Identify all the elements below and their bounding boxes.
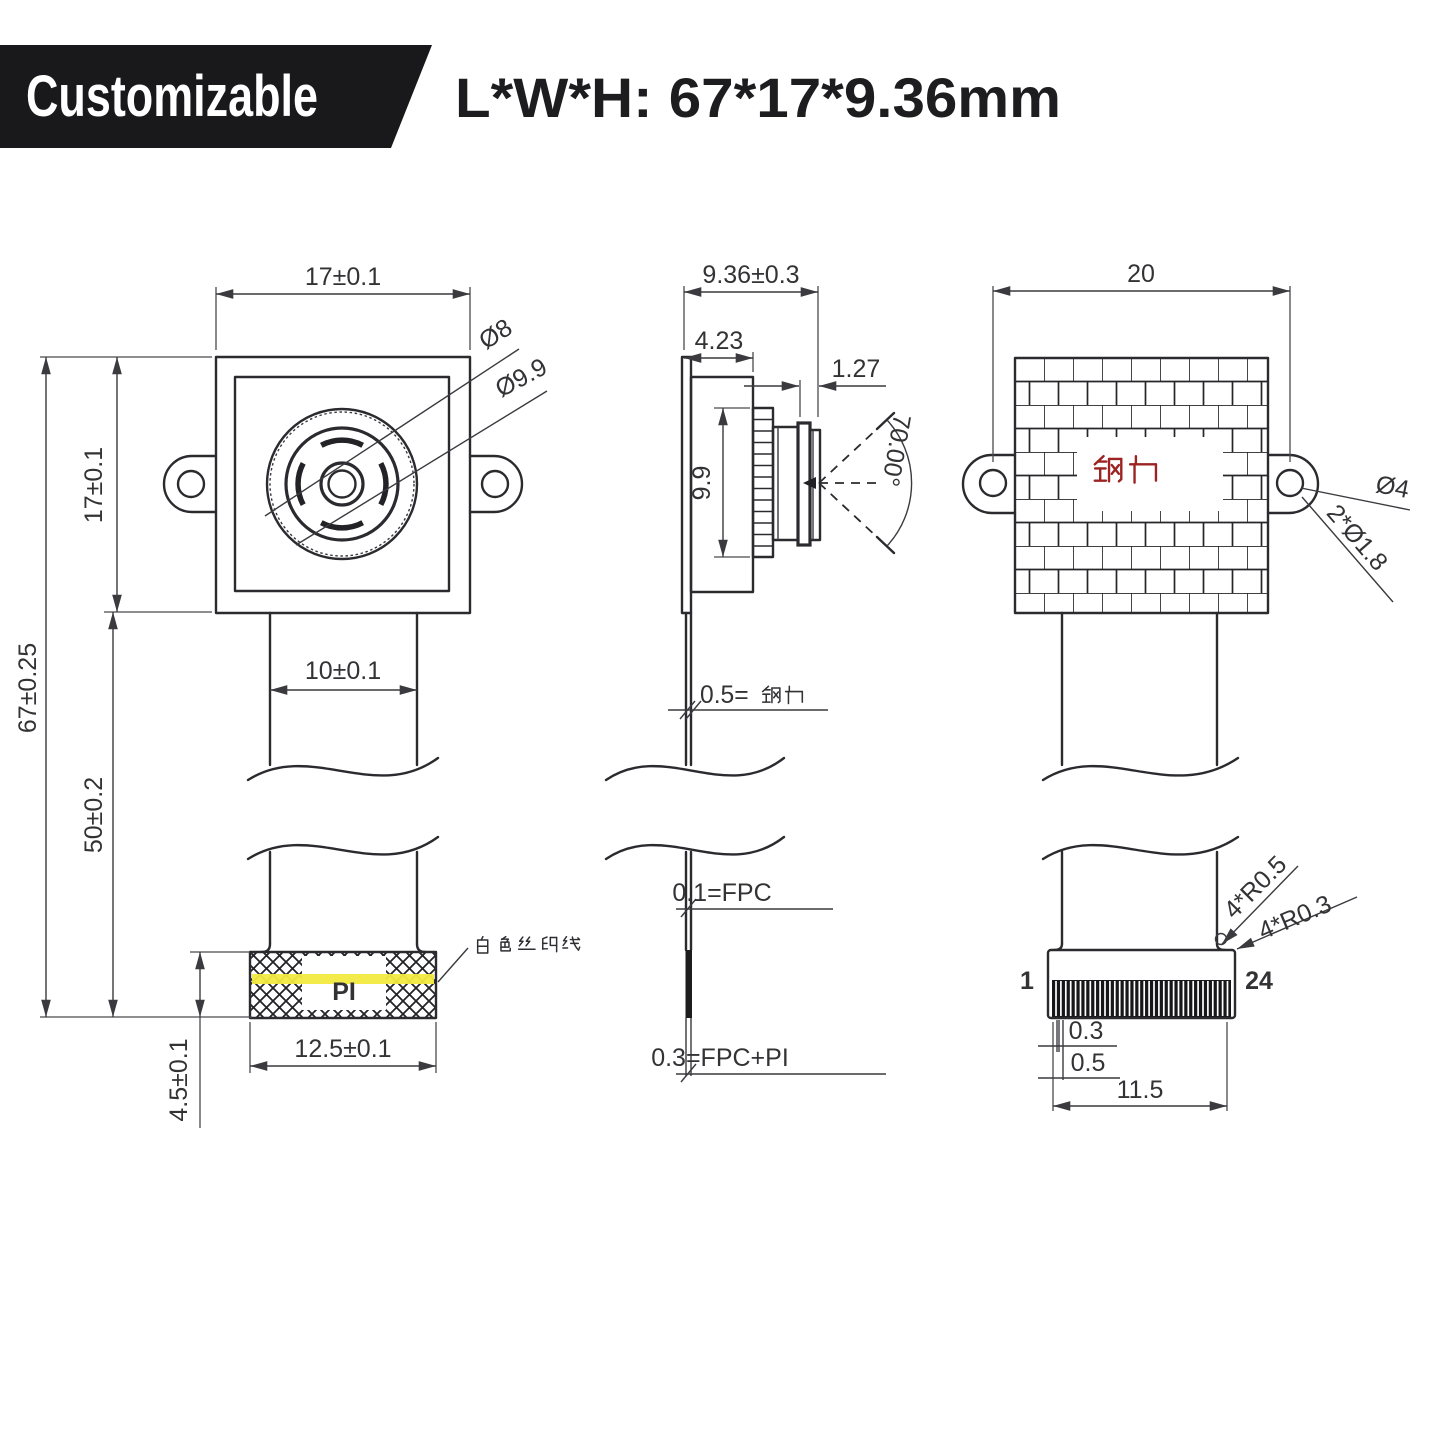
dim-overall-length: 67±0.25 [14, 643, 42, 733]
dim-contact-width: 0.3 [1069, 1017, 1104, 1045]
back-view: Ø4 2*Ø1.8 20 1 24 4*R0.5 4*R0.3 [961, 260, 1412, 1111]
connector-yellow-band [252, 974, 434, 984]
header-title: L*W*H: 67*17*9.36mm [455, 66, 1061, 129]
front-lens [265, 407, 419, 561]
dim-lens-tip: 1.27 [832, 355, 881, 383]
dim-total-depth: 9.36±0.3 [702, 261, 799, 289]
front-body-outline [214, 355, 472, 615]
aperture-marker [803, 477, 816, 489]
front-body-inner [233, 375, 451, 593]
lens-leader-d8 [264, 348, 520, 517]
dim-front-height: 17±0.1 [80, 447, 108, 523]
front-ear-right [468, 454, 524, 514]
side-lens-ribs [753, 418, 773, 547]
label-fpc-thickness: 0.1=FPC [672, 879, 771, 907]
break-wave [1041, 835, 1240, 861]
break-wave [246, 756, 440, 782]
leader-ear-hole-dia [1300, 487, 1411, 511]
dim-stiffener-width: 12.5±0.1 [294, 1035, 391, 1063]
leader-mount-holes [1301, 496, 1394, 603]
back-steel-clearing [1077, 437, 1223, 511]
side-fpc [604, 611, 786, 1076]
front-ear-left [162, 454, 218, 514]
dim-fpc-width: 10±0.1 [305, 657, 381, 685]
dim-front-width: 17±0.1 [305, 263, 381, 291]
break-wave [604, 835, 786, 861]
dim-mount-holes: 2*Ø1.8 [1321, 499, 1393, 576]
side-dimensions: 9.36±0.3 4.23 1.27 9.9 [683, 261, 886, 558]
leader-fillet-outer [1221, 865, 1299, 945]
dim-fpc-length: 50±0.2 [80, 777, 108, 853]
leader-fillet-inner [1236, 896, 1358, 950]
dim-contact-span: 11.5 [1117, 1076, 1164, 1104]
side-lens-mid [771, 425, 800, 542]
back-connector: 1 24 [1020, 948, 1273, 1020]
side-view: 70.00° 0.5= 0.1=FPC 0.3=FPC+PI 9.36±0. [604, 261, 916, 1083]
back-ear-right [1266, 453, 1320, 515]
dim-body-depth: 4.23 [695, 327, 744, 355]
label-pi: PI [332, 978, 356, 1006]
back-ear-right-hole [1275, 468, 1305, 498]
front-connector: PI [248, 950, 438, 1020]
front-ear-left-hole [176, 469, 206, 499]
contact-band [1052, 980, 1231, 1017]
side-labels: 0.5= 0.1=FPC 0.3=FPC+PI [651, 682, 886, 1083]
back-dimensions: 0.3 0.5 11.5 [1038, 1017, 1228, 1111]
front-dimensions: 17±0.1 17±0.1 67±0.25 50±0.2 10±0.1 4.5±… [14, 263, 471, 1128]
front-view: Ø8 Ø9.9 PI 17±0.1 17±0.1 [14, 263, 581, 1128]
label-pin-first: 1 [1020, 967, 1034, 995]
back-fpc [1041, 611, 1240, 952]
label-fpc-pi-thickness: 0.3=FPC+PI [651, 1044, 789, 1072]
svg-text:0.5=: 0.5= [700, 682, 749, 709]
break-wave [246, 835, 440, 861]
header-banner [0, 45, 432, 148]
break-wave [1041, 756, 1240, 782]
dim-lens-outer: Ø9.9 [491, 353, 552, 403]
header: Customizable L*W*H: 67*17*9.36mm [0, 45, 1061, 148]
label-steel-sheet [1093, 454, 1158, 484]
back-ear-left-hole [978, 468, 1008, 498]
dim-lens-inner: Ø8 [474, 313, 517, 355]
dim-contact-pitch: 0.5 [1071, 1049, 1106, 1077]
dim-stiffener-height: 4.5±0.1 [165, 1038, 193, 1121]
label-silkscreen [476, 935, 581, 954]
back-steel-outline [1013, 356, 1270, 615]
label-pin-last: 24 [1245, 967, 1273, 995]
back-ear-left [961, 453, 1017, 515]
break-wave [604, 756, 786, 782]
front-ear-right-hole [480, 469, 510, 499]
fov-cone: 70.00° [818, 411, 916, 555]
dim-hole-pitch: 20 [1127, 260, 1155, 288]
lens-leader-d99 [295, 390, 548, 546]
label-steel-thickness: 0.5= [700, 682, 804, 709]
side-pi-bar [685, 950, 692, 1018]
dim-barrel-dia: 9.9 [688, 466, 716, 501]
contact-stripes [1055, 981, 1229, 1016]
silkscreen-leader [437, 947, 469, 983]
dim-ear-hole-dia: Ø4 [1373, 470, 1411, 504]
header-badge: Customizable [26, 64, 318, 129]
